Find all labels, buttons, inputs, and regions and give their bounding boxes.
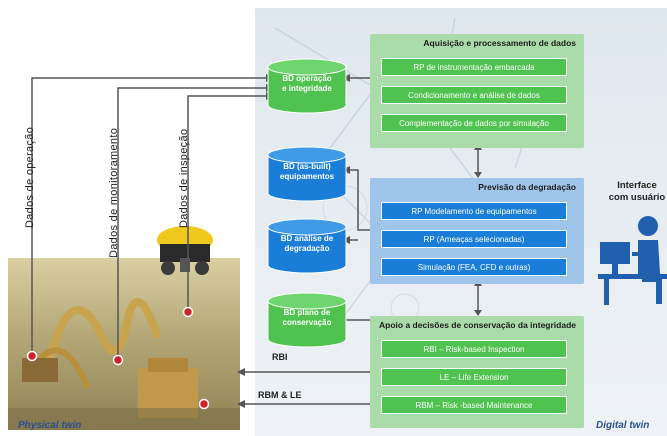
user-at-computer-icon [598,216,667,305]
panel-support: Apoio a decisões de conservação da integ… [370,316,584,428]
acquisition-item: RP de instrumentação embarcada [381,58,567,76]
interface-label: Interface com usuário [608,180,666,204]
db-line2: conservação [282,318,332,327]
panel-support-title: Apoio a decisões de conservação da integ… [379,320,576,330]
rbm-le-label: RBM & LE [258,390,302,400]
operation-data-label: Dados de operação [24,126,36,228]
db-asbuilt-equipment: BD (as-built)equipamentos [266,146,348,202]
acquisition-item: Complementação de dados por simulação [381,114,567,132]
db-line2: equipamentos [279,172,335,181]
db-line1: BD (as-built) [283,162,331,171]
support-item: RBI – Risk-based Inspection [381,340,567,358]
rov-drone-icon [157,226,213,275]
rbi-label: RBI [272,352,288,362]
monitoring-data-label: Dados de monitoramento [108,127,120,258]
physical-twin-label: Physical twin [18,420,82,431]
panel-prediction: Previsão da degradação RP Modelamento de… [370,178,584,284]
panel-acquisition-title: Aquisição e processamento de dados [423,38,576,48]
interface-line2: com usuário [608,192,666,203]
support-item: RBM – Risk -based Maintenance [381,396,567,414]
support-item: LE – Life Extension [381,368,567,386]
db-line1: BD plano de [283,308,331,317]
db-line1: BD análise de [280,234,334,243]
db-line2: e integridade [282,84,332,93]
interface-line1: Interface [617,180,657,191]
prediction-item: Simulação (FEA, CFD e outras) [381,258,567,276]
physical-twin-photo [8,258,240,430]
panel-acquisition: Aquisição e processamento de dados RP de… [370,34,584,148]
db-line2: degradação [284,244,330,253]
prediction-item: RP (Ameaças selecionadas) [381,230,567,248]
digital-twin-label: Digital twin [596,420,650,431]
db-line1: BD operação [282,74,332,83]
panel-prediction-title: Previsão da degradação [478,182,576,192]
inspection-data-label: Dados de inspeção [178,128,190,228]
acquisition-item: Condicionamento e análise de dados [381,86,567,104]
prediction-item: RP Modelamento de equipamentos [381,202,567,220]
